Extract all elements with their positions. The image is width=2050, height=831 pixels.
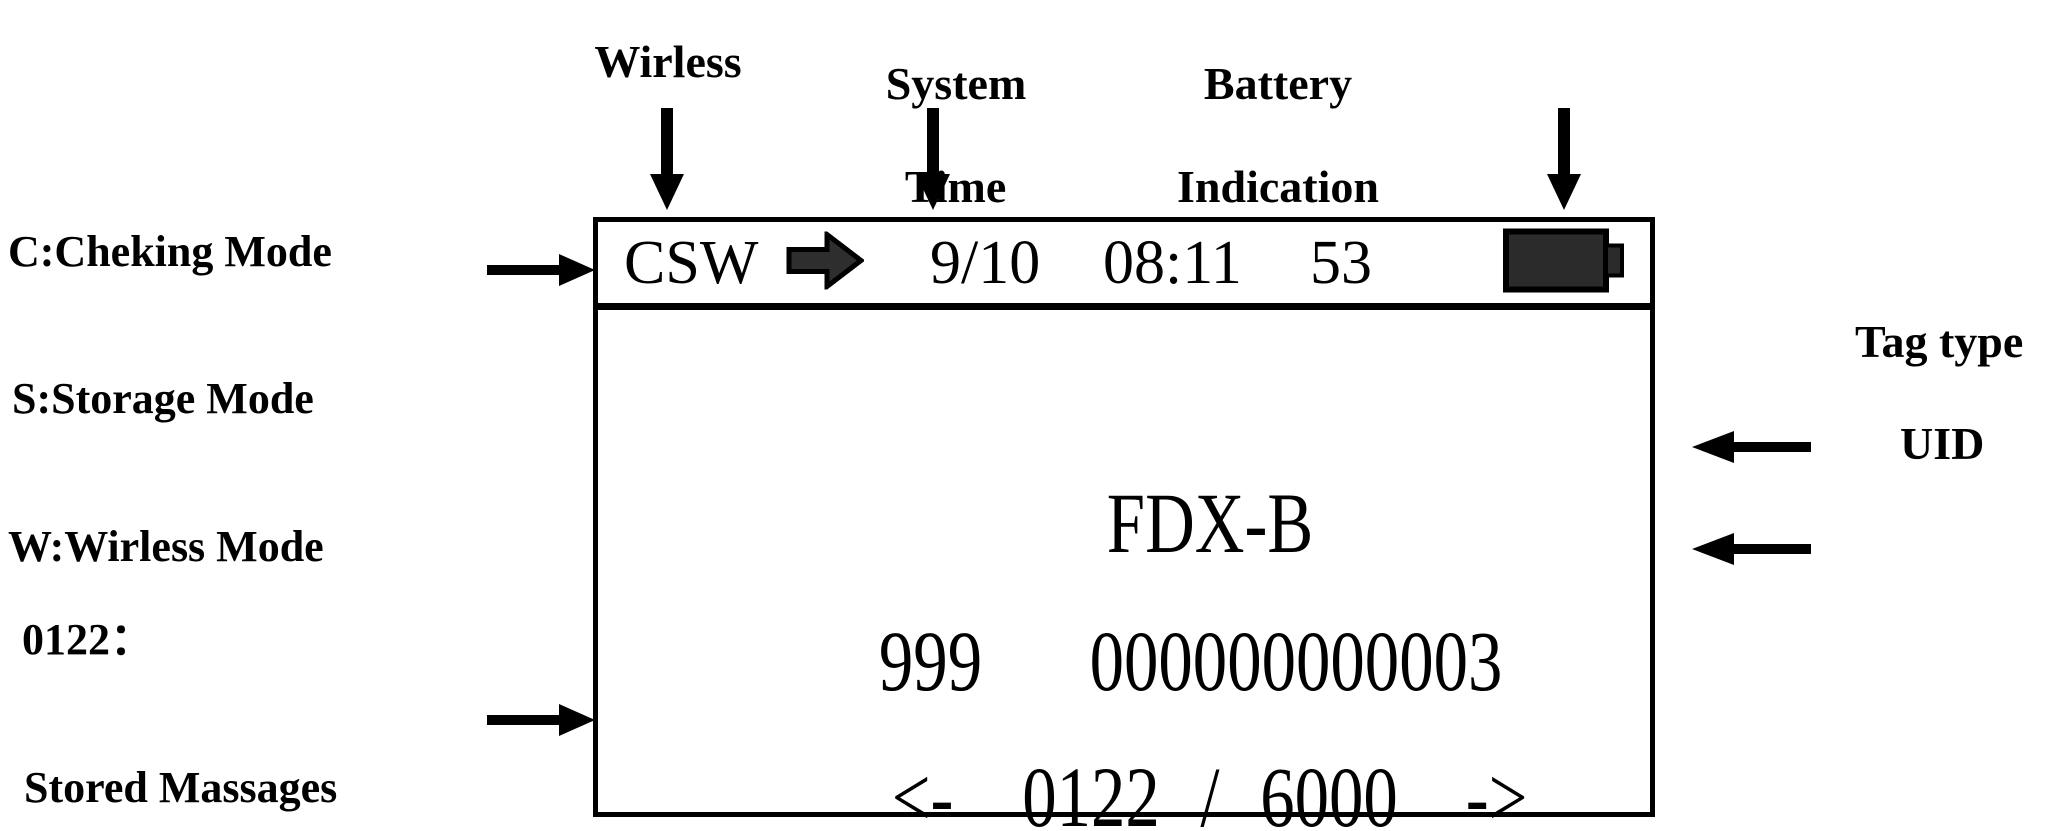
capacity-legend-stored-label: Stored Massages xyxy=(24,762,338,812)
pointer-arrow-uid xyxy=(1688,527,1813,571)
lcd-uid-country-code: 999 xyxy=(878,613,983,709)
lcd-uid-value: 999 000000000003 xyxy=(598,532,1650,790)
record-prev-button[interactable]: <- xyxy=(892,749,954,831)
status-date: 9/10 xyxy=(930,228,1041,297)
status-seconds: 53 xyxy=(1310,228,1372,297)
status-time: 08:11 xyxy=(1103,228,1242,297)
callout-label-system-time-line1: System xyxy=(885,57,1027,109)
callout-label-battery: Battery Indication xyxy=(1095,6,1415,264)
lcd-content: FDX-B 999 000000000003 <- 0122 / 6000 -> xyxy=(598,310,1650,831)
capacity-legend-stored-value: 0122： xyxy=(22,615,154,665)
status-mode-indicator: CSW xyxy=(624,228,759,297)
lcd-record-counter: <- 0122 / 6000 -> xyxy=(598,668,1650,831)
record-next-button[interactable]: -> xyxy=(1466,749,1528,831)
wireless-right-arrow-icon xyxy=(786,228,866,294)
mode-legend-storage: S:Storage Mode xyxy=(12,374,314,424)
pointer-arrow-system-time xyxy=(911,108,955,212)
pointer-arrow-tag-type xyxy=(1688,425,1813,469)
mode-legend-wireless: W:Wirless Mode xyxy=(8,522,324,572)
lcd-tag-type-value: FDX-B xyxy=(598,394,1650,652)
callout-label-wireless: Wirless xyxy=(594,36,742,87)
record-separator: / xyxy=(1200,749,1220,831)
callout-label-battery-line2: Indication xyxy=(1177,160,1379,212)
record-total-capacity: 6000 xyxy=(1260,749,1399,831)
pointer-arrow-battery xyxy=(1542,108,1586,212)
lcd-screen: CSW 9/10 08:11 53 FDX-B 999 0000 xyxy=(593,217,1655,831)
lcd-status-bar: CSW 9/10 08:11 53 xyxy=(598,222,1650,310)
capacity-legend-stored: 0122： Stored Massages xyxy=(22,517,337,831)
mode-legend: C:Cheking Mode S:Storage Mode W:Wirless … xyxy=(8,128,332,670)
lcd-uid-number: 000000000003 xyxy=(1089,613,1503,709)
lcd-tag-type-text: FDX-B xyxy=(1106,475,1314,571)
battery-full-icon xyxy=(1503,228,1625,297)
callout-label-uid: UID xyxy=(1900,418,1985,469)
record-current-index: 0122 xyxy=(1021,749,1160,831)
pointer-arrow-capacity-legend xyxy=(487,698,597,742)
mode-legend-checking: C:Cheking Mode xyxy=(8,226,332,276)
capacity-legend: 0122： Stored Massages 6000： Total Capaci… xyxy=(22,418,337,831)
callout-label-battery-line1: Battery xyxy=(1203,57,1353,109)
pointer-arrow-mode-legend xyxy=(487,248,597,292)
callout-label-tag-type: Tag type xyxy=(1855,316,2024,367)
pointer-arrow-wireless xyxy=(645,108,689,212)
